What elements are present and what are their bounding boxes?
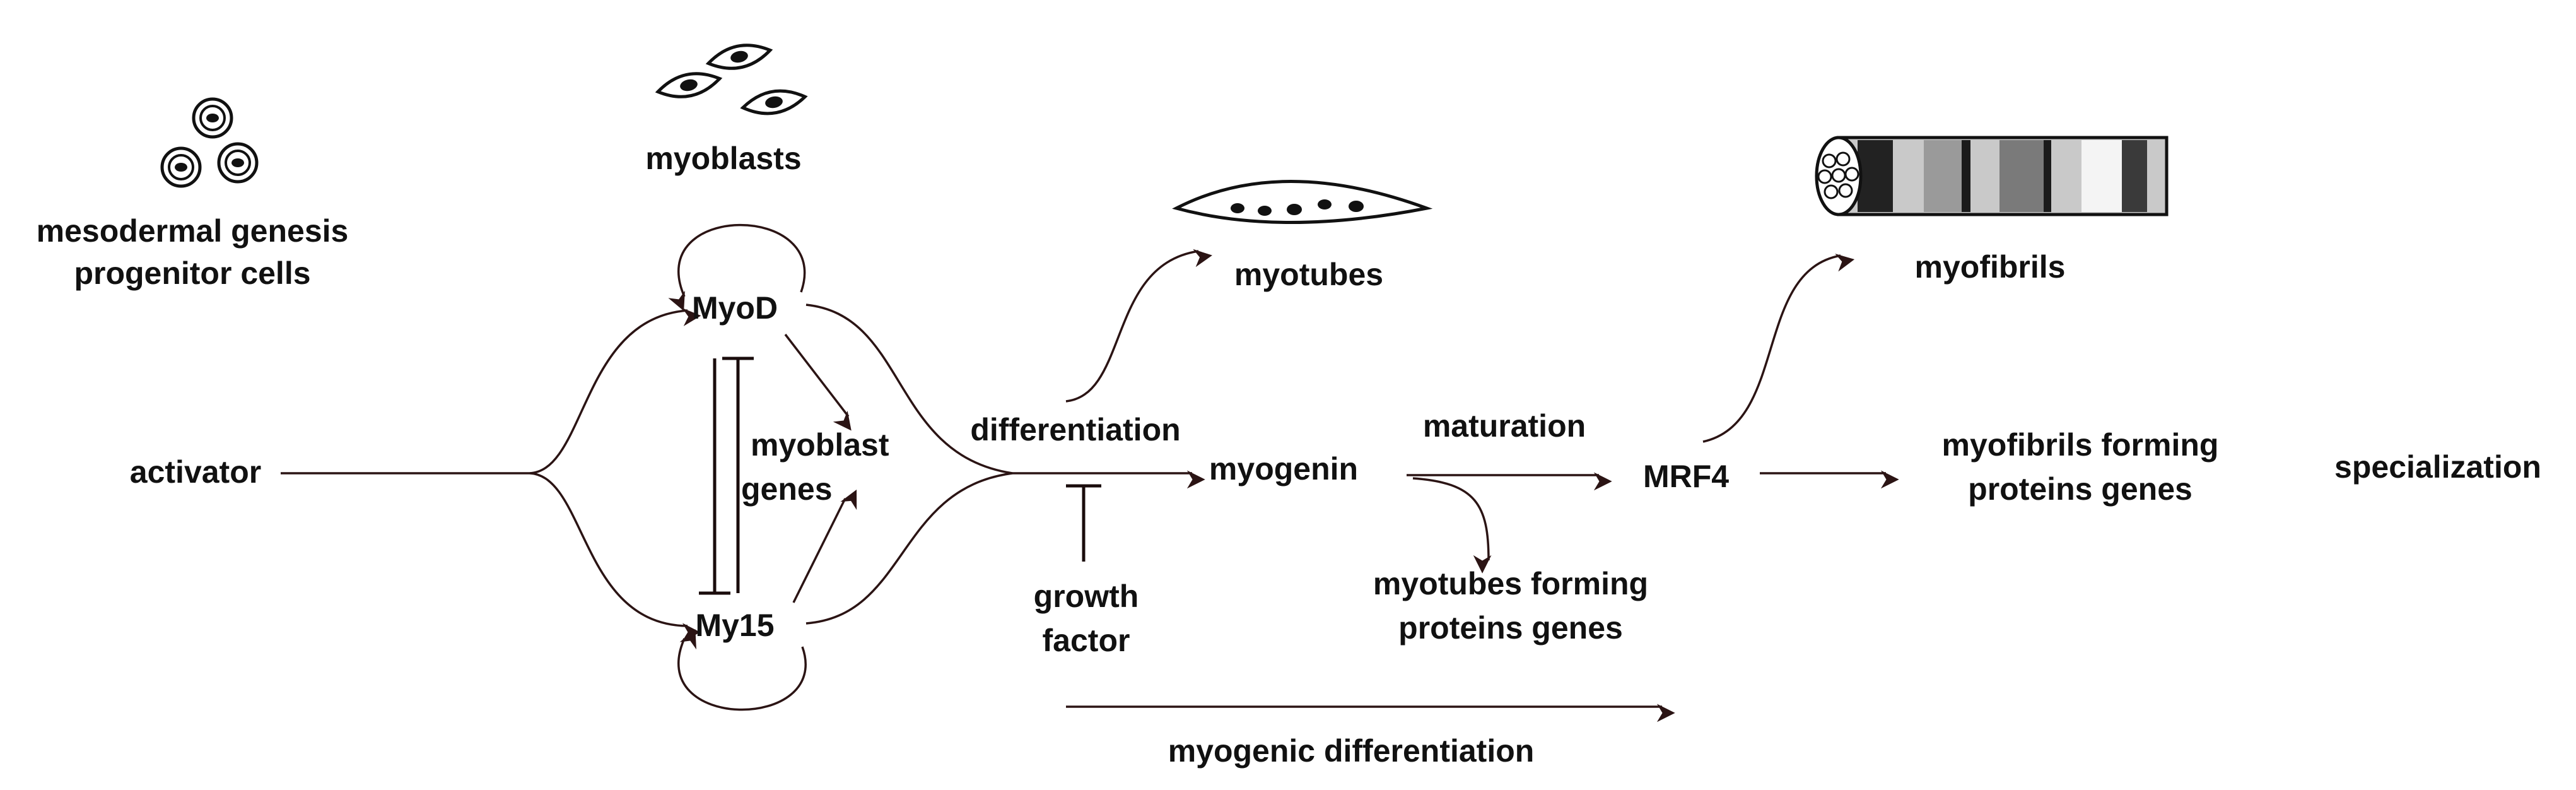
myofibril-icon [1815, 136, 2169, 216]
arrow-myod-to-myoblast-genes [784, 333, 852, 431]
myotubes-forming-label-line2: proteins genes [1398, 610, 1623, 646]
growth-factor-inhibition-symbol [1066, 484, 1101, 562]
arrow-to-myotubes-forming-genes [1412, 477, 1492, 574]
myogenic-differentiation-label: myogenic differentiation [1168, 733, 1535, 769]
growth-factor-label-line1: growth [1034, 579, 1139, 614]
myotube-icon [1172, 180, 1433, 224]
arrow-myod-to-differentiation [805, 304, 1013, 475]
arrow-activator-to-myod [529, 308, 701, 475]
specialization-label: specialization [2334, 449, 2541, 485]
myotubes-label: myotubes [1234, 257, 1383, 292]
myofibrils-forming-label-line1: myofibrils forming [1942, 427, 2219, 463]
myoblasts-label: myoblasts [645, 141, 801, 176]
arrow-differentiation-to-myotubes [1065, 249, 1212, 403]
progenitor-label-line2: progenitor cells [74, 256, 310, 291]
myofibrils-label: myofibrils [1915, 249, 2066, 285]
differentiation-label: differentiation [970, 412, 1180, 447]
myod-self-loop-arrow [668, 223, 806, 311]
myogenin-label: myogenin [1209, 451, 1358, 486]
myoblast-genes-label-line2: genes [741, 471, 833, 507]
progenitor-cells-icon [160, 97, 259, 188]
arrow-mrf4-to-myofibrils [1702, 254, 1855, 443]
maturation-label: maturation [1423, 408, 1586, 444]
myod-label: MyoD [692, 290, 778, 326]
arrow-my15-to-differentiation [805, 472, 1013, 625]
arrow-activator-to-my15 [529, 472, 701, 642]
mrf4-label: MRF4 [1643, 459, 1729, 494]
myofibrils-forming-label-line2: proteins genes [1968, 471, 2193, 507]
my15-label: My15 [695, 608, 774, 643]
myoblast-genes-label-line1: myoblast [751, 427, 889, 463]
activator-label: activator [130, 454, 261, 490]
growth-factor-label-line2: factor [1043, 623, 1130, 658]
myoblast-cells-icon [655, 44, 808, 115]
mutual-inhibition-symbol [699, 357, 754, 595]
progenitor-label-line1: mesodermal genesis [37, 213, 349, 249]
my15-self-loop-arrow [677, 628, 807, 711]
arrow-my15-to-myoblast-genes [792, 489, 857, 603]
myotubes-forming-label-line1: myotubes forming [1373, 566, 1648, 601]
